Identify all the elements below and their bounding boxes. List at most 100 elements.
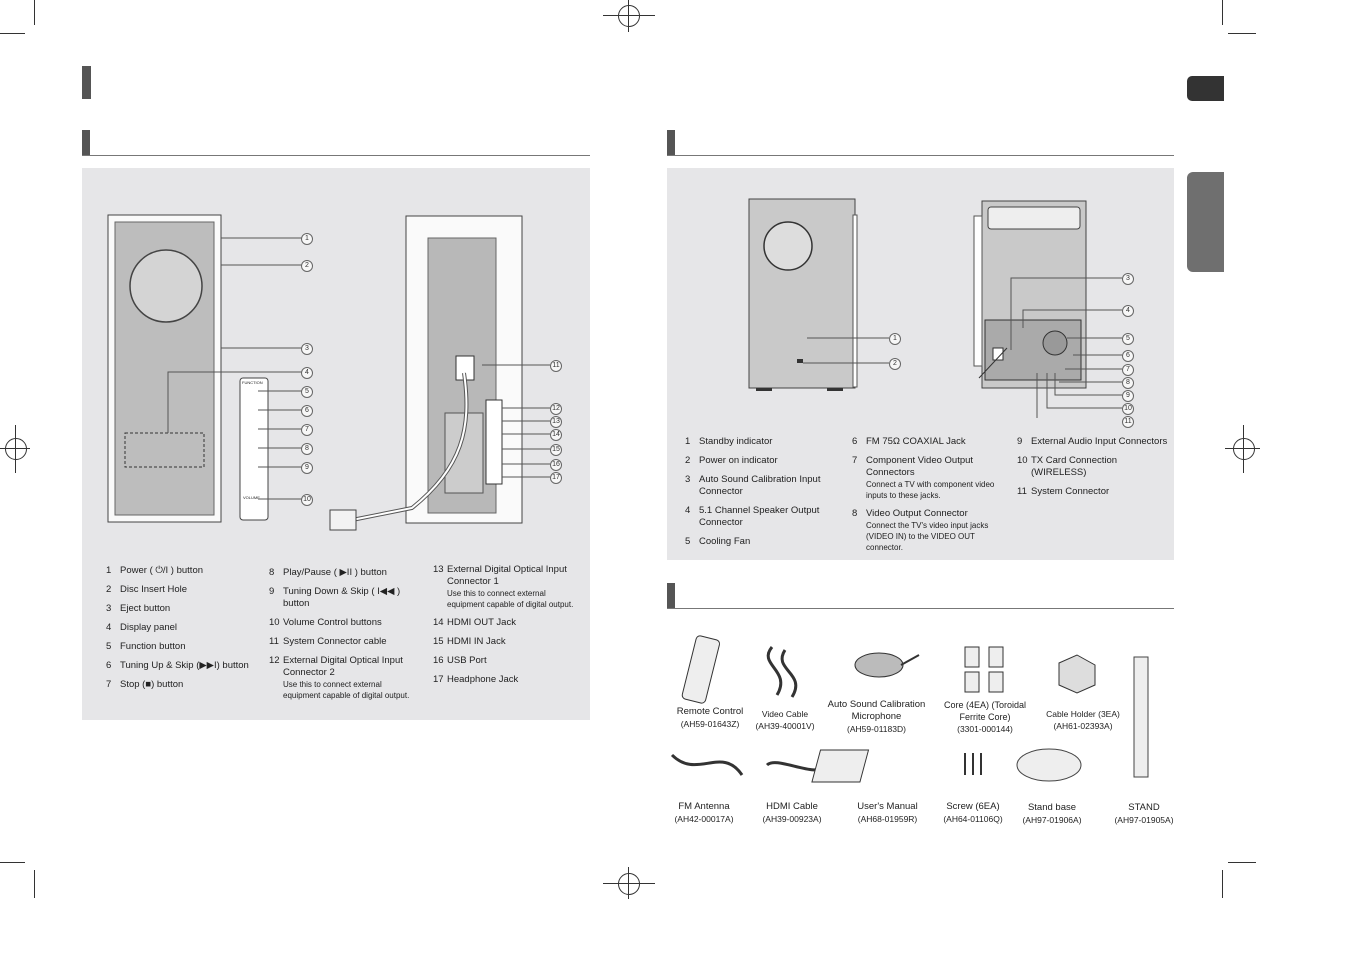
chapter-tab: [1187, 172, 1224, 272]
accessory-fm-antenna: FM Antenna(AH42-00017A): [674, 801, 734, 824]
callout-17: 17: [550, 472, 562, 484]
crop-mark: [628, 867, 629, 899]
callout-16: 16: [550, 459, 562, 471]
registration-mark: [5, 438, 27, 460]
crop-mark: [1228, 33, 1256, 34]
callout-15: 15: [550, 444, 562, 456]
accessory-microphone: Auto Sound Calibration Microphone(AH59-0…: [827, 699, 926, 734]
function-label: FUNCTION: [242, 380, 263, 385]
crop-mark: [34, 0, 35, 25]
front-panel-illustration: [107, 214, 550, 531]
registration-mark: [618, 5, 640, 27]
crop-mark: [1225, 448, 1260, 449]
crop-mark: [1222, 870, 1223, 898]
callout-7: 7: [301, 424, 313, 436]
crop-mark: [1228, 862, 1256, 863]
callout-12: 12: [550, 403, 562, 415]
section-header-rear: [667, 130, 1174, 156]
callout-3: 3: [301, 343, 313, 355]
callout-11: 11: [550, 360, 562, 372]
crop-mark: [15, 425, 16, 473]
accessory-core: Core (4EA) (Toroidal Ferrite Core)(3301-…: [943, 700, 1027, 734]
callout-14: 14: [550, 429, 562, 441]
accessories-illustration: [670, 635, 1149, 783]
crop-mark: [628, 0, 629, 32]
callout-7: 7: [1122, 364, 1134, 376]
crop-mark: [1243, 425, 1244, 473]
callout-6: 6: [301, 405, 313, 417]
crop-mark: [34, 870, 35, 898]
crop-mark: [0, 862, 25, 863]
callout-3: 3: [1122, 273, 1134, 285]
callout-5: 5: [1122, 333, 1134, 345]
accessory-remote-control: Remote Control(AH59-01643Z): [676, 706, 744, 729]
callout-9: 9: [301, 462, 313, 474]
callout-4: 4: [1122, 305, 1134, 317]
accessory-users-manual: User's Manual(AH68-01959R): [857, 801, 918, 824]
callout-11: 11: [1122, 416, 1134, 428]
callout-2: 2: [301, 260, 313, 272]
section-header-accessories: [667, 583, 1174, 609]
crop-mark: [603, 883, 655, 884]
rear-panel-illustration: [748, 198, 1122, 418]
accessory-video-cable: Video Cable(AH39-40001V): [755, 709, 815, 731]
callout-8: 8: [301, 443, 313, 455]
crop-mark: [0, 33, 25, 34]
accessory-stand-base: Stand base(AH97-01906A): [1022, 802, 1082, 825]
volume-label: VOLUME: [243, 495, 260, 500]
callout-10: 10: [1122, 403, 1134, 415]
callout-1: 1: [889, 333, 901, 345]
callout-8: 8: [1122, 377, 1134, 389]
registration-mark: [1233, 438, 1255, 460]
front-panel-section: FUNCTION VOLUME 1 2 3 4 5 6 7 8 9 10 11 …: [82, 168, 590, 720]
page-tab: [1187, 76, 1224, 101]
callout-2: 2: [889, 358, 901, 370]
crop-mark: [1222, 0, 1223, 25]
accessory-cable-holder: Cable Holder (3EA)(AH61-02393A): [1046, 709, 1120, 731]
crop-mark: [603, 15, 655, 16]
page-title-marker: [82, 66, 91, 99]
registration-mark: [618, 873, 640, 895]
accessory-stand: STAND(AH97-01905A): [1114, 802, 1174, 825]
callout-4: 4: [301, 367, 313, 379]
callout-10: 10: [301, 494, 313, 506]
accessory-screw: Screw (6EA)(AH64-01106Q): [943, 801, 1003, 824]
callout-9: 9: [1122, 390, 1134, 402]
callout-6: 6: [1122, 350, 1134, 362]
callout-1: 1: [301, 233, 313, 245]
